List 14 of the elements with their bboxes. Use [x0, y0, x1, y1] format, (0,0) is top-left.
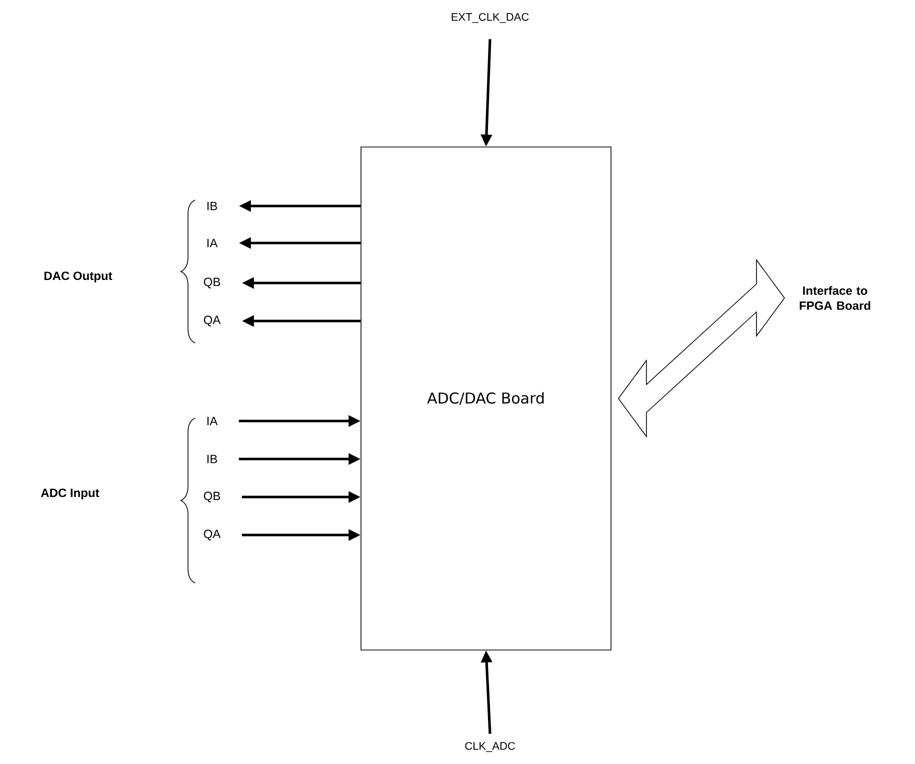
signal-label: IB [207, 202, 218, 210]
interface-label: Interface to FPGA Board [800, 286, 870, 310]
signal-label: IB [207, 454, 218, 464]
board-box: ADC/DAC Board [360, 146, 612, 650]
signal-label: EXT_CLK_DAC [452, 13, 529, 23]
signal-label: IA [207, 238, 218, 248]
signal-label: QB [204, 278, 220, 288]
signal-label: IA [207, 416, 218, 426]
signal-label: QB [204, 492, 220, 502]
group-label: DAC Output [44, 272, 112, 282]
signal-label: QA [204, 530, 221, 540]
signal-label: CLK_ADC [465, 742, 515, 752]
group-label: ADC Input [40, 488, 100, 500]
signal-label: QA [204, 316, 221, 326]
